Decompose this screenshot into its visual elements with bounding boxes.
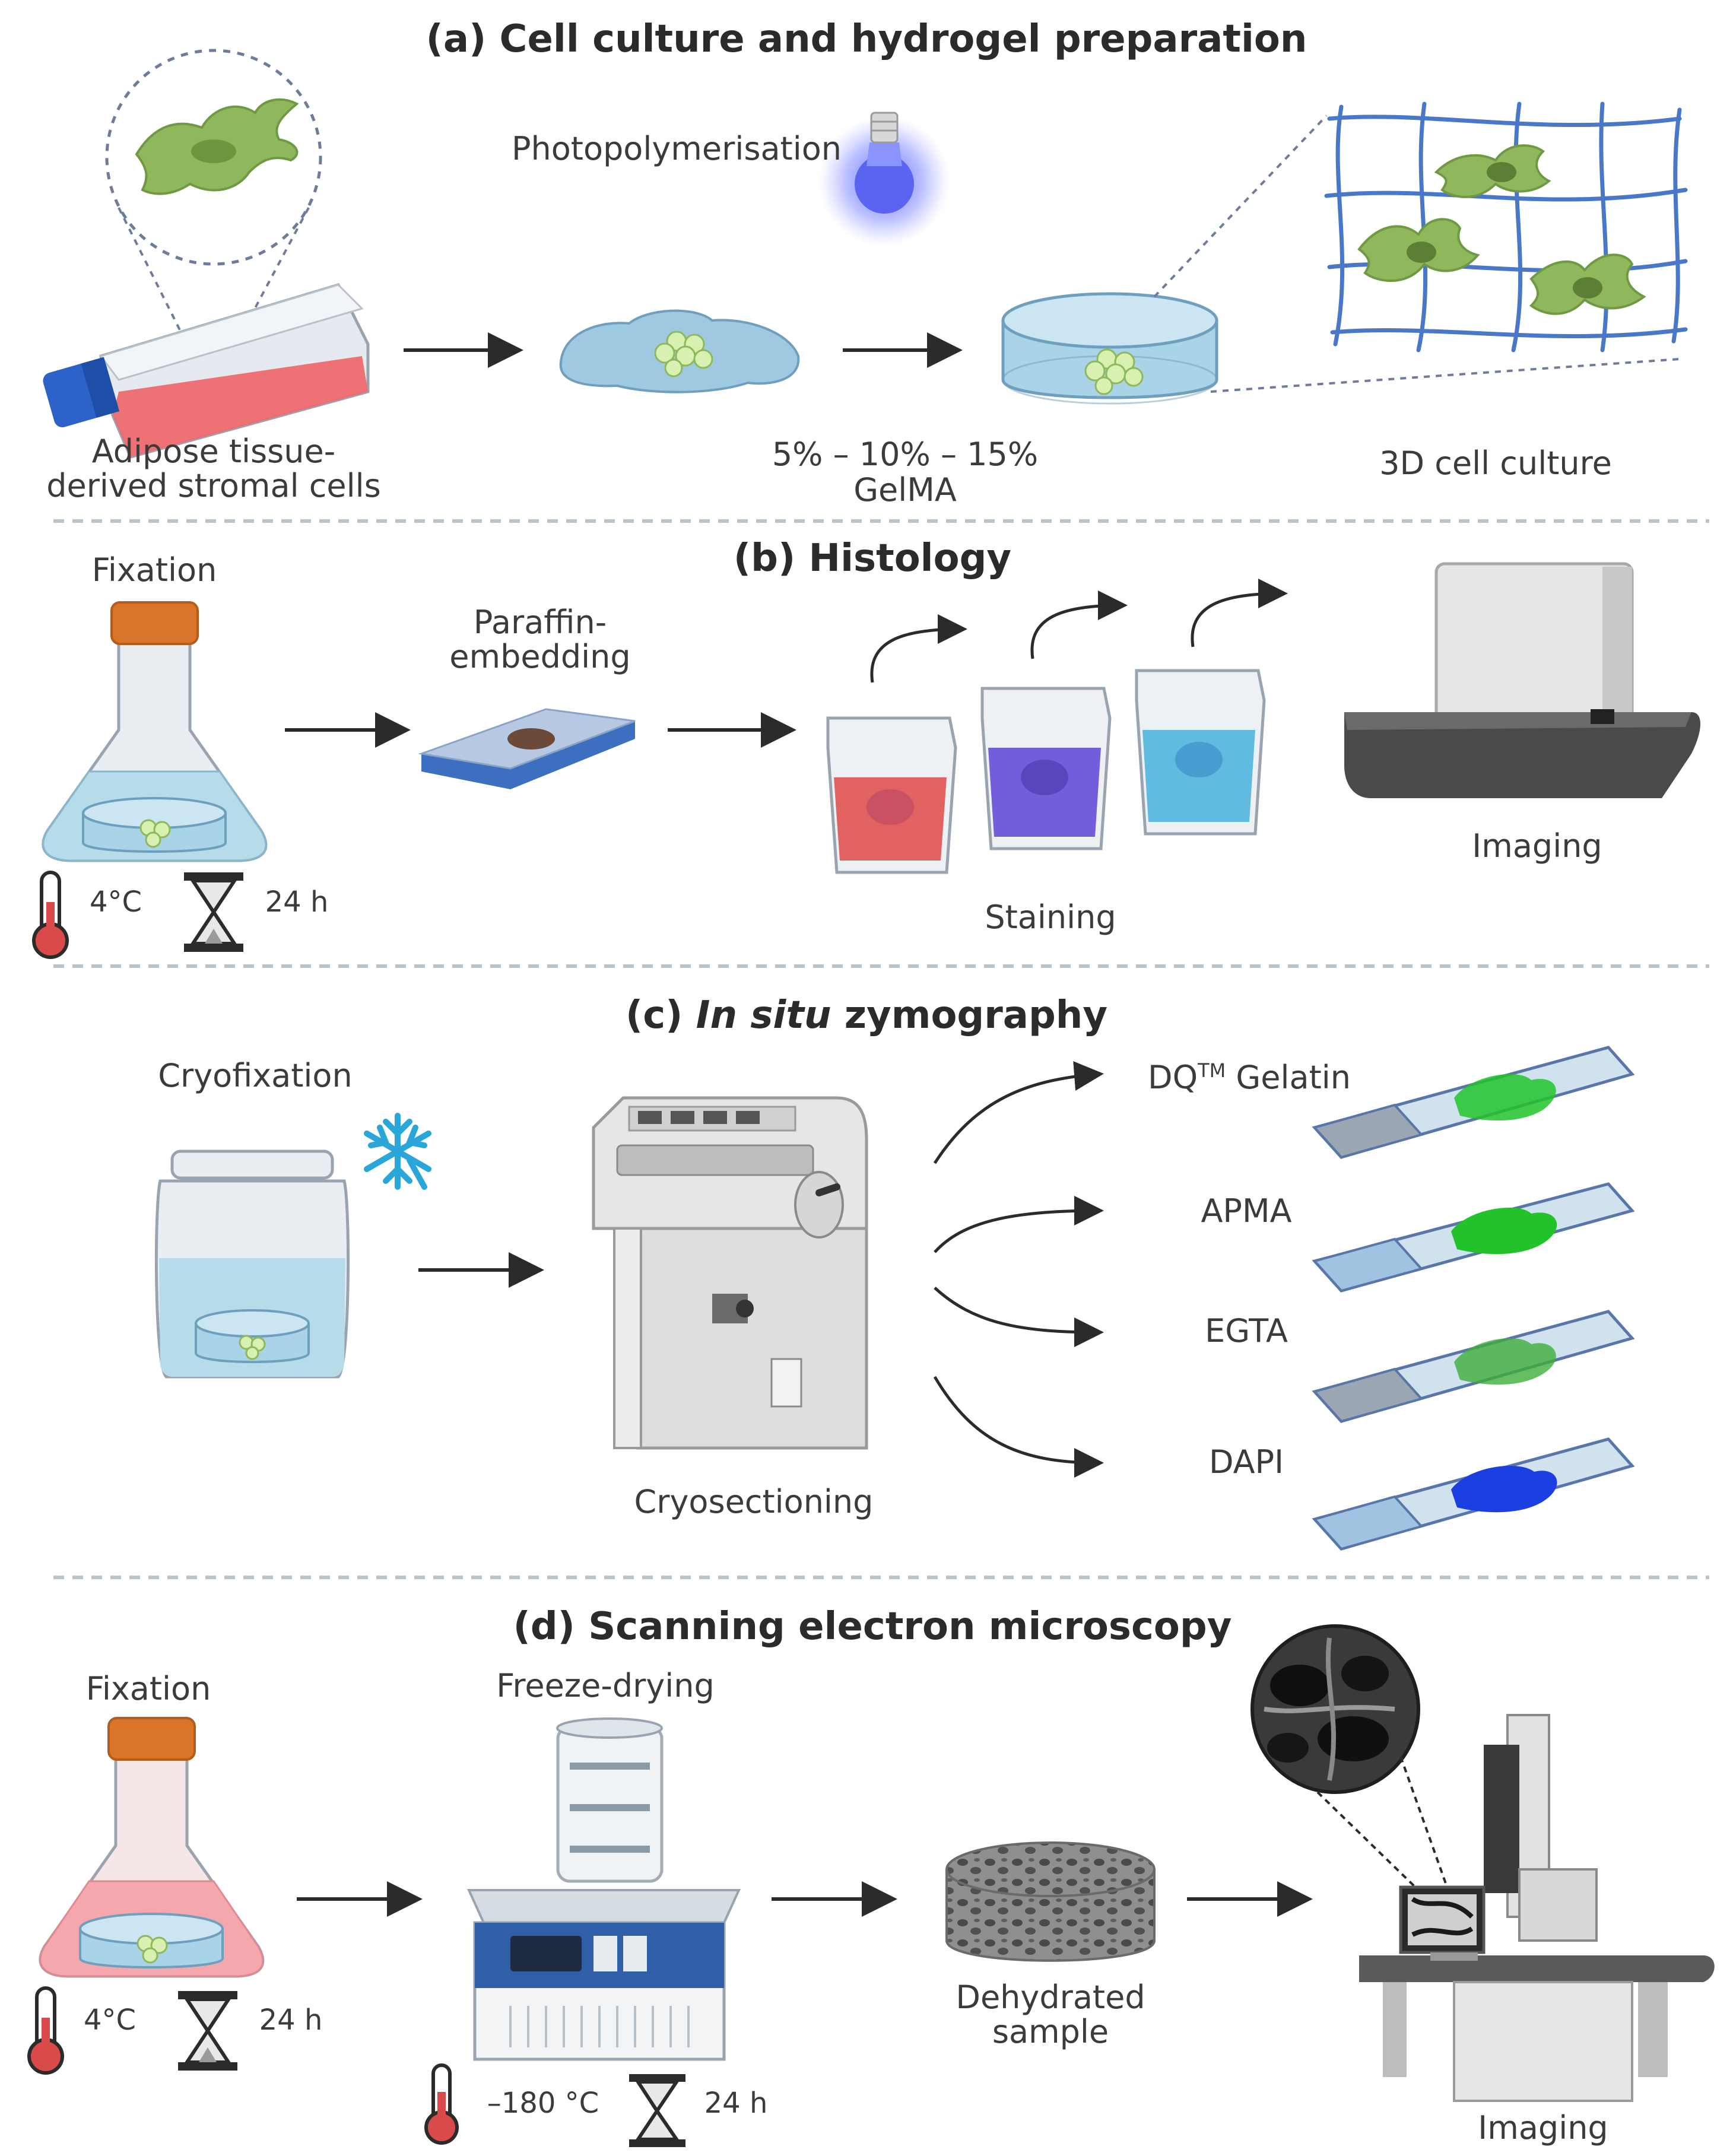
paraffin-block-icon <box>418 708 636 789</box>
slide-dq-gelatin-icon <box>1312 1046 1635 1159</box>
sem-instrument-icon <box>1359 1714 1715 2102</box>
dehydrated-label-line1: Dehydrated <box>956 1979 1145 2016</box>
hourglass-icon-d <box>178 1991 237 2071</box>
temperature-label-b: 4°C <box>89 885 142 919</box>
cryofixation-label: Cryofixation <box>158 1057 353 1094</box>
dq-gelatin-suffix: Gelatin <box>1226 1059 1351 1096</box>
thermometer-icon-d <box>27 1986 64 2075</box>
slide-egta-icon <box>1312 1310 1635 1423</box>
paraffin-label-line2: embedding <box>449 638 631 675</box>
staining-label: Staining <box>985 898 1116 936</box>
dehydrated-label-line2: sample <box>992 2013 1109 2050</box>
thermometer-icon-b <box>32 871 69 959</box>
hourglass-icon-freeze <box>629 2074 685 2147</box>
section-b-artwork <box>32 562 1700 959</box>
section-a-title: (a) Cell culture and hydrogel preparatio… <box>426 17 1307 61</box>
culture-flask-icon <box>43 283 370 459</box>
cryostat-icon <box>592 1096 868 1450</box>
scaffold-grid-icon <box>1324 101 1688 353</box>
duration-label-b: 24 h <box>265 885 329 919</box>
duration-label-d: 24 h <box>259 2003 323 2037</box>
dq-gelatin-prefix: DQ <box>1148 1059 1198 1096</box>
photopolymerisation-label: Photopolymerisation <box>511 130 842 167</box>
dehydrated-sample-icon <box>945 1841 1156 1962</box>
fixation-flask-icon <box>42 601 268 862</box>
freeze-temperature-label: –180 °C <box>487 2087 599 2120</box>
cells-label-line2: derived stromal cells <box>46 467 381 504</box>
dapi-label: DAPI <box>1208 1443 1284 1481</box>
temperature-label-d: 4°C <box>83 2003 137 2037</box>
gelma-label: GelMA <box>853 471 957 509</box>
cell-magnifier-circle <box>105 49 322 266</box>
section-c-title-prefix: (c) <box>625 993 696 1037</box>
egta-label: EGTA <box>1205 1312 1288 1350</box>
snowflake-icon <box>364 1113 431 1190</box>
hourglass-icon-b <box>184 872 243 952</box>
dq-gelatin-label: DQTM Gelatin <box>1116 1059 1383 1096</box>
imaging-label-d: Imaging <box>1478 2109 1608 2147</box>
fixation-flask-pink-icon <box>39 1717 265 1978</box>
section-c-title-suffix: zymography <box>831 993 1108 1037</box>
imaging-label-b: Imaging <box>1472 827 1602 865</box>
cells-label-line1: Adipose tissue- <box>91 433 336 470</box>
section-c-title: (c) In situ zymography <box>0 993 1733 1038</box>
cryosectioning-label: Cryosectioning <box>634 1483 874 1520</box>
gelma-concentrations-label: 5% – 10% – 15% <box>772 436 1039 473</box>
section-b-title: (b) Histology <box>733 536 1012 580</box>
paraffin-label-line1: Paraffin- <box>473 604 607 641</box>
slide-dapi-icon <box>1312 1437 1635 1551</box>
thermometer-icon-freeze <box>424 2063 459 2145</box>
fixation-label-d: Fixation <box>85 1670 211 1707</box>
light-bulb-icon <box>819 112 950 246</box>
apma-label: APMA <box>1201 1192 1292 1230</box>
dq-gelatin-trademark: TM <box>1198 1059 1226 1082</box>
sem-micrograph-icon <box>1250 1624 1420 1794</box>
section-d-artwork <box>27 1624 1715 2147</box>
3d-culture-label: 3D cell culture <box>1379 444 1612 482</box>
section-c-artwork <box>154 1046 1635 1551</box>
freeze-drying-label: Freeze-drying <box>496 1667 715 1704</box>
slide-apma-icon <box>1312 1182 1635 1293</box>
staining-jar-red-icon <box>826 716 957 874</box>
section-c-title-italic: In situ <box>696 993 831 1037</box>
cryofixation-jar-icon <box>154 1150 350 1379</box>
cell-cluster-icon <box>654 331 713 377</box>
section-a-artwork <box>43 49 1688 459</box>
section-d-title: (d) Scanning electron microscopy <box>513 1605 1232 1649</box>
section-dividers <box>53 519 1709 1579</box>
freeze-duration-label: 24 h <box>704 2087 768 2120</box>
fixation-label-b: Fixation <box>91 551 217 589</box>
freeze-dryer-icon <box>466 1717 741 2061</box>
slide-scanner-icon <box>1344 562 1700 798</box>
staining-jar-purple-icon <box>980 687 1112 850</box>
staining-jar-cyan-icon <box>1135 669 1266 836</box>
